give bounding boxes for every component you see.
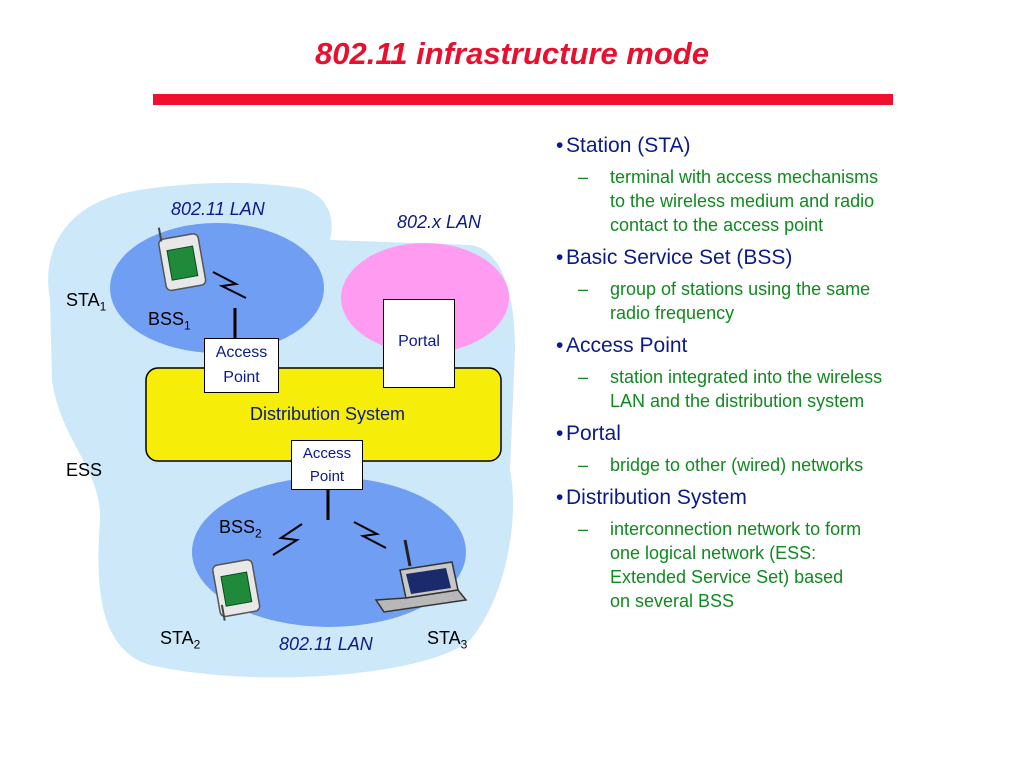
bss2-cell	[192, 477, 466, 627]
ap1-line1: Access	[215, 344, 268, 361]
lan-label-top: 802.11 LAN	[171, 199, 265, 219]
bullet-detail: bridge to other (wired) networks	[610, 455, 864, 475]
list-item-sta: •Station (STA) – terminal with access me…	[556, 133, 976, 237]
distribution-system-label: Distribution System	[250, 404, 406, 424]
access-point-2: Access Point	[291, 440, 363, 490]
bss1-label: BSS1	[148, 309, 191, 333]
bullet-dot: •	[556, 246, 564, 269]
list-item-access-point: •Access Point – station integrated into …	[556, 333, 976, 413]
bullet-dot: •	[556, 486, 564, 509]
pda-icon	[157, 227, 207, 292]
access-point-1: Access Point	[204, 338, 279, 393]
lan-label-bottom: 802.11 LAN	[279, 634, 373, 654]
list-item-distribution-system: •Distribution System – interconnection n…	[556, 485, 976, 613]
definition-list: •Station (STA) – terminal with access me…	[556, 133, 976, 621]
laptop-icon	[374, 539, 468, 613]
list-item-bss: •Basic Service Set (BSS) – group of stat…	[556, 245, 976, 325]
bullet-label: Portal	[566, 422, 621, 445]
dash-marker: –	[578, 367, 589, 387]
title-underline	[153, 94, 893, 105]
pda-icon	[212, 559, 261, 621]
ap2-line1: Access	[302, 445, 352, 462]
portal-label: Portal	[398, 333, 440, 350]
bullet-label: Basic Service Set (BSS)	[566, 246, 793, 269]
dash-marker: –	[578, 519, 589, 539]
ap2-line2: Point	[309, 468, 345, 485]
bullet-dot: •	[556, 422, 564, 445]
bullet-label: Access Point	[566, 334, 688, 357]
bullet-dot: •	[556, 334, 564, 357]
bss1-cell	[110, 223, 324, 353]
ap1-line2: Point	[223, 369, 260, 386]
wireless-link-icon	[353, 521, 387, 549]
wireless-link-icon	[272, 523, 303, 556]
sta1-label: STA1	[66, 290, 107, 314]
bullet-dot: •	[556, 134, 564, 157]
ess-label: ESS	[66, 460, 103, 480]
dash-marker: –	[578, 167, 589, 187]
bullet-label: Distribution System	[566, 486, 747, 509]
sta3-label: STA3	[427, 628, 468, 652]
list-item-portal: •Portal – bridge to other (wired) networ…	[556, 421, 976, 477]
xlan-label: 802.x LAN	[397, 212, 482, 232]
bullet-label: Station (STA)	[566, 134, 691, 157]
portal-box: Portal	[383, 299, 455, 388]
dash-marker: –	[578, 455, 589, 475]
dash-marker: –	[578, 279, 589, 299]
wireless-link-icon	[212, 271, 247, 299]
sta2-label: STA2	[160, 628, 201, 652]
slide-title: 802.11 infrastructure mode	[315, 36, 709, 71]
bss2-label: BSS2	[219, 517, 262, 541]
